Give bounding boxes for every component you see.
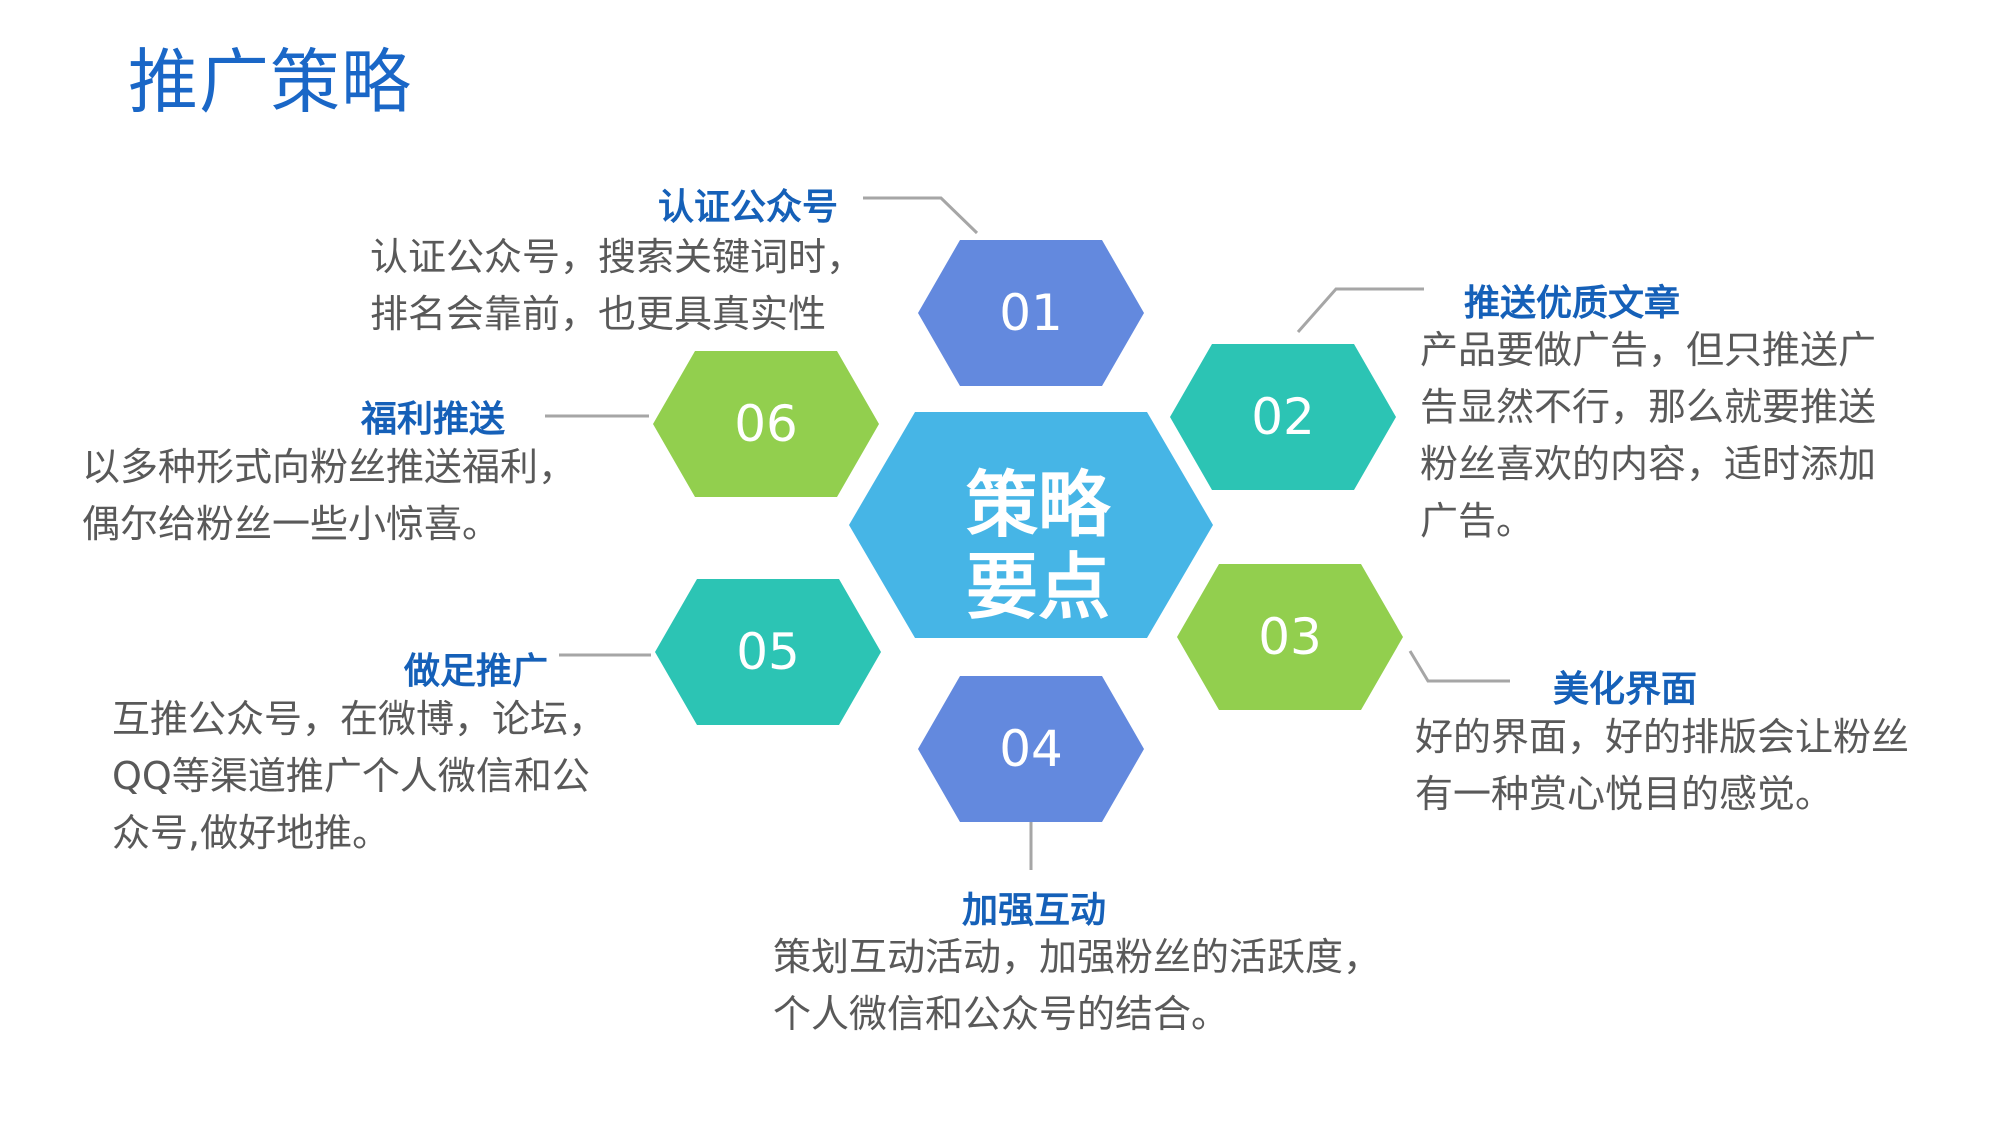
- center-hexagon-shape: [849, 412, 1213, 638]
- hexagon-number: 06: [734, 395, 798, 453]
- hexagon-number: 02: [1251, 388, 1315, 446]
- hexagon-05: 05: [655, 579, 881, 725]
- strategy-item-03: 美化界面 好的界面，好的排版会让粉丝 有一种赏心悦目的感觉。: [1415, 668, 1909, 823]
- hexagon-04: 04: [918, 676, 1144, 822]
- item-description: 好的界面，好的排版会让粉丝 有一种赏心悦目的感觉。: [1415, 709, 1909, 823]
- desc-line: 粉丝喜欢的内容，适时添加: [1420, 442, 1877, 486]
- desc-line: 以多种形式向粉丝推送福利，: [82, 445, 577, 489]
- hexagon-number: 04: [999, 720, 1063, 778]
- page-title: 推广策略: [128, 41, 412, 123]
- desc-line: 排名会靠前，也更具真实性: [370, 292, 827, 336]
- hexagon-number: 03: [1258, 608, 1322, 666]
- desc-line: 众号,做好地推。: [112, 811, 391, 855]
- strategy-item-01: 认证公众号 认证公众号，搜索关键词时， 排名会靠前，也更具真实性: [370, 186, 864, 343]
- connector-line: [863, 196, 979, 235]
- item-heading: 推送优质文章: [1464, 283, 1681, 324]
- hexagon-shape: [1177, 564, 1403, 710]
- desc-line: 广告。: [1420, 499, 1535, 543]
- desc-line: 好的界面，好的排版会让粉丝: [1415, 715, 1910, 759]
- connector-line: [1408, 650, 1510, 683]
- item-heading: 做足推广: [404, 651, 549, 692]
- item-description: 互推公众号，在微博，论坛， QQ等渠道推广个人微信和公 众号,做好地推。: [112, 691, 606, 862]
- hexagon-02: 02: [1170, 344, 1396, 490]
- hexagon-number: 05: [736, 623, 800, 681]
- connector-line: [1296, 287, 1424, 333]
- hexagon-shape: [653, 351, 879, 497]
- center-label-line2: 要点: [966, 545, 1110, 629]
- desc-line: 产品要做广告，但只推送广: [1420, 328, 1877, 372]
- desc-line: 有一种赏心悦目的感觉。: [1415, 772, 1834, 816]
- desc-line: 个人微信和公众号的结合。: [773, 992, 1230, 1036]
- item-heading: 加强互动: [962, 890, 1107, 931]
- desc-line: 策划互动活动，加强粉丝的活跃度，: [773, 935, 1382, 979]
- item-heading: 认证公众号: [658, 187, 839, 228]
- desc-line: 偶尔给粉丝一些小惊喜。: [82, 502, 501, 546]
- item-heading: 美化界面: [1553, 669, 1698, 710]
- strategy-item-05: 做足推广 互推公众号，在微博，论坛， QQ等渠道推广个人微信和公 众号,做好地推…: [112, 650, 606, 862]
- desc-line: 互推公众号，在微博，论坛，: [112, 697, 607, 741]
- item-heading: 福利推送: [361, 399, 506, 440]
- desc-line: 认证公众号，搜索关键词时，: [370, 235, 865, 279]
- desc-line: QQ等渠道推广个人微信和公: [112, 754, 590, 798]
- desc-line: 告显然不行，那么就要推送: [1420, 385, 1877, 429]
- item-description: 产品要做广告，但只推送广 告显然不行，那么就要推送 粉丝喜欢的内容，适时添加 广…: [1420, 322, 1876, 550]
- item-description: 认证公众号，搜索关键词时， 排名会靠前，也更具真实性: [370, 229, 864, 343]
- item-description: 策划互动活动，加强粉丝的活跃度， 个人微信和公众号的结合。: [773, 929, 1381, 1043]
- strategy-item-02: 推送优质文章 产品要做广告，但只推送广 告显然不行，那么就要推送 粉丝喜欢的内容…: [1420, 282, 1876, 550]
- strategy-item-06: 福利推送 以多种形式向粉丝推送福利， 偶尔给粉丝一些小惊喜。: [82, 398, 576, 553]
- hexagon-03: 03: [1177, 564, 1403, 710]
- hexagon-number: 01: [999, 284, 1063, 342]
- hexagon-shape: [1170, 344, 1396, 490]
- center-label-line1: 策略: [966, 463, 1112, 547]
- hexagon-shape: [918, 676, 1144, 822]
- hexagon-shape: [918, 240, 1144, 386]
- hexagon-01: 01: [918, 240, 1144, 386]
- hexagon-06: 06: [653, 351, 879, 497]
- item-description: 以多种形式向粉丝推送福利， 偶尔给粉丝一些小惊喜。: [82, 439, 576, 553]
- strategy-item-04: 加强互动 策划互动活动，加强粉丝的活跃度， 个人微信和公众号的结合。: [773, 889, 1381, 1043]
- hexagon-shape: [655, 579, 881, 725]
